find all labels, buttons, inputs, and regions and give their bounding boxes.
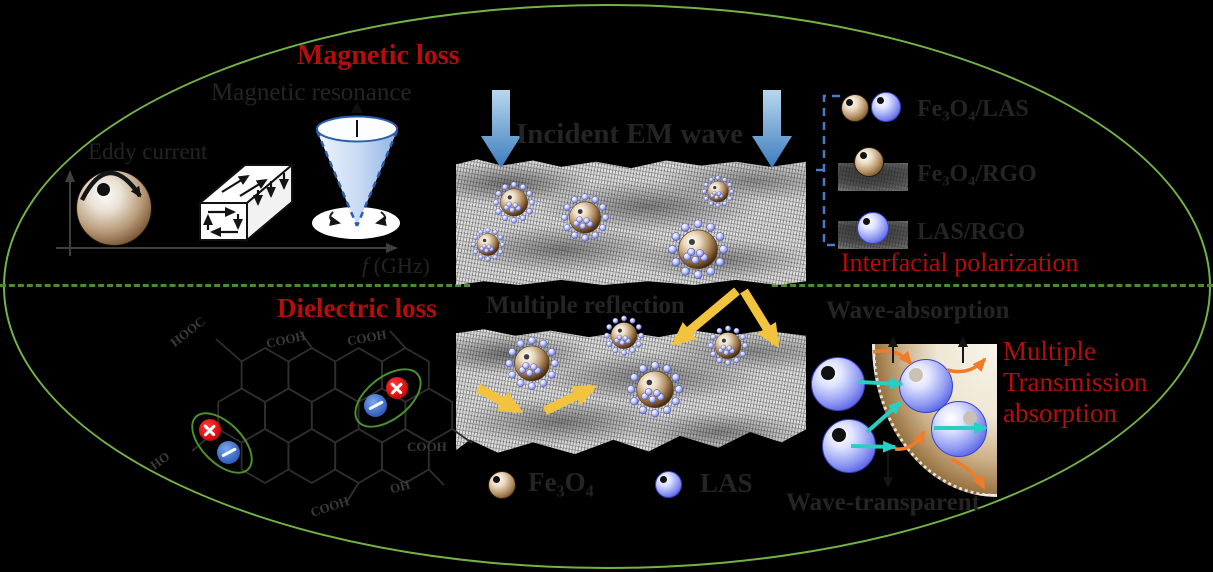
sphere-spot <box>909 368 923 382</box>
sphere-spot <box>877 97 884 104</box>
wave-absorption-label: Wave-absorption <box>826 297 1010 324</box>
reflection-arrows <box>475 287 780 416</box>
caption-line-2: Transmission <box>1003 367 1148 397</box>
eddy-current-label: Eddy current <box>88 139 208 164</box>
legend3-las-sphere <box>857 212 889 244</box>
legend2-fe3o4-sphere <box>854 147 884 177</box>
incident-em-wave-label: Incident EM wave <box>516 118 744 150</box>
frequency-axis-label: f (GHz) <box>362 253 430 279</box>
sphere-spot <box>97 183 110 196</box>
incident-wave-arrow-left <box>481 90 521 168</box>
absorption-arrows <box>872 349 987 490</box>
positive-charge-icon <box>386 377 408 399</box>
magnetic-resonance-cone-icon <box>312 102 400 239</box>
axis-symbol: f <box>362 253 369 278</box>
sphere-spot <box>846 99 853 106</box>
negative-charge-icon <box>364 394 387 417</box>
negative-charge-icon <box>217 441 240 464</box>
molecule-label-cooh-right: COOH <box>407 439 447 454</box>
eddy-current-cuboid-icon <box>197 162 295 243</box>
dashed-divider-right <box>772 284 1213 287</box>
eddy-current-sphere <box>76 170 152 246</box>
legend1-las-sphere <box>871 92 901 122</box>
sphere-spot <box>493 476 500 483</box>
legend1-label: Fe₃O₄/LAS <box>917 96 1029 122</box>
frequency-axes <box>56 170 398 256</box>
incident-wave-arrow-right <box>752 90 792 168</box>
sphere-spot <box>832 428 846 442</box>
transmission-arrows <box>850 377 988 453</box>
sphere-spot <box>821 366 835 380</box>
legend-bracket <box>810 94 840 247</box>
legend2-label: Fe₃O₄/RGO <box>917 161 1037 187</box>
caption-line-1: Multiple <box>1003 336 1096 366</box>
sphere-spot <box>863 218 870 225</box>
interfacial-polarization-label: Interfacial polarization <box>841 248 1079 277</box>
wave-transparent-label: Wave-transparent <box>786 489 980 516</box>
wave-direction-arrows <box>883 336 968 488</box>
eddy-current-arrow <box>79 170 142 202</box>
fe3o4-legend-sphere <box>488 471 516 499</box>
axis-unit: (GHz) <box>373 253 430 278</box>
sphere-spot <box>860 152 867 159</box>
multiple-transmission-caption: Multiple Transmission absorption <box>1003 336 1148 429</box>
magnetic-resonance-label: Magnetic resonance <box>211 79 412 106</box>
positive-charge-icon <box>199 419 221 441</box>
multiple-reflection-label: Multiple reflection <box>486 292 685 319</box>
sphere-spot <box>963 411 977 425</box>
dashed-divider-left <box>0 284 470 287</box>
dielectric-loss-title: Dielectric loss <box>277 293 437 323</box>
fe3o4-legend-label: Fe₃O₄ <box>528 467 594 497</box>
caption-line-3: absorption <box>1003 398 1117 428</box>
magnetic-loss-title: Magnetic loss <box>297 40 460 71</box>
legend3-label: LAS/RGO <box>917 219 1026 245</box>
las-legend-label: LAS <box>700 468 753 498</box>
legend1-fe3o4-sphere <box>841 94 869 122</box>
sphere-spot <box>660 476 667 483</box>
las-legend-sphere <box>655 471 682 498</box>
